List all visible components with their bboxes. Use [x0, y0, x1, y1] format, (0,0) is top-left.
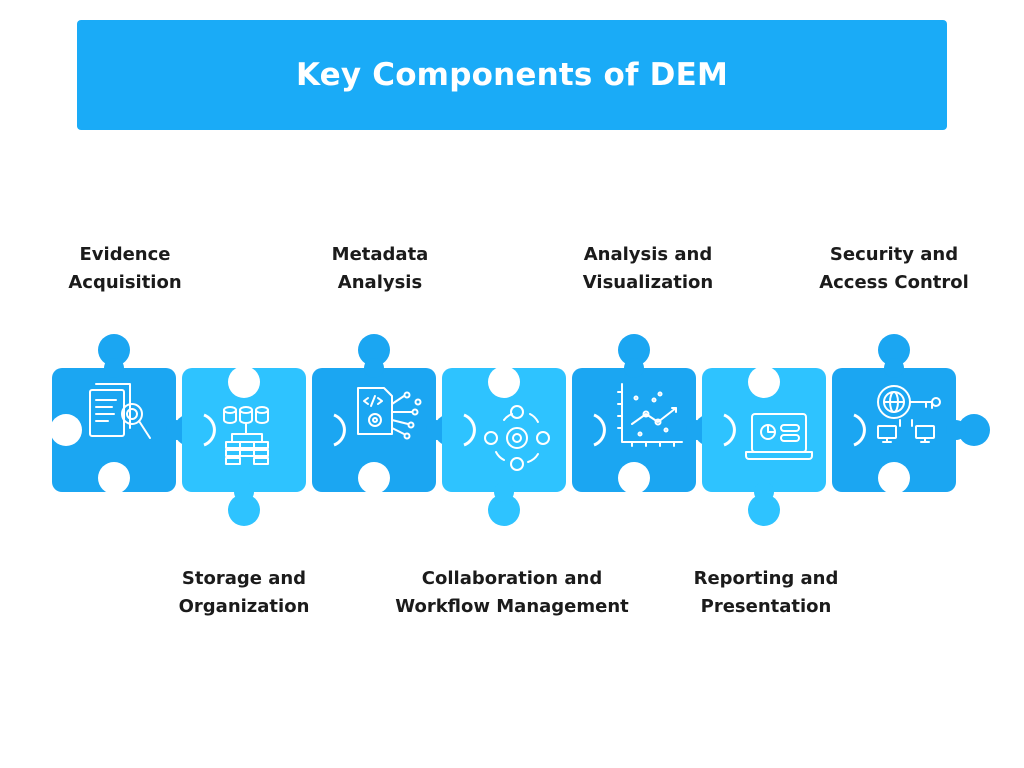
- code-document-gear-icon: [357, 387, 422, 440]
- label-line-2: Acquisition: [68, 272, 182, 293]
- label-line-2: Visualization: [582, 272, 714, 293]
- label-security-access-control: Security and Access Control: [764, 241, 1024, 297]
- label-collaboration-workflow: Collaboration and Workflow Management: [382, 565, 642, 621]
- label-line-1: Collaboration and: [421, 568, 603, 589]
- label-reporting-presentation: Reporting and Presentation: [636, 565, 896, 621]
- label-line-1: Analysis and: [583, 244, 713, 265]
- puzzle-piece-evidence-acquisition: [50, 334, 206, 494]
- label-storage-organization: Storage and Organization: [114, 565, 374, 621]
- label-line-1: Metadata: [331, 244, 429, 265]
- label-line-1: Evidence: [79, 244, 171, 265]
- label-line-2: Workflow Management: [395, 596, 629, 617]
- label-line-1: Security and: [829, 244, 959, 265]
- label-line-2: Analysis: [337, 272, 423, 293]
- workflow-cycle-icon: [484, 405, 550, 471]
- interlock-crescents: [203, 413, 866, 447]
- label-line-2: Presentation: [700, 596, 832, 617]
- puzzle-piece-security-access-control: [832, 334, 990, 494]
- label-metadata-analysis: Metadata Analysis: [250, 241, 510, 297]
- scatter-chart-icon: [617, 383, 683, 447]
- puzzle-piece-collaboration-workflow: [442, 366, 566, 526]
- label-line-1: Storage and: [181, 568, 307, 589]
- label-evidence-acquisition: Evidence Acquisition: [0, 241, 255, 297]
- page-title: Key Components of DEM: [295, 57, 729, 93]
- label-line-2: Access Control: [819, 272, 969, 293]
- puzzle-piece-reporting-presentation: [702, 366, 826, 526]
- evidence-search-icon: [89, 383, 151, 439]
- label-analysis-visualization: Analysis and Visualization: [518, 241, 778, 297]
- database-network-icon: [223, 406, 269, 465]
- laptop-dashboard-icon: [745, 413, 813, 460]
- puzzle-piece-storage-organization: [182, 366, 306, 526]
- label-line-2: Organization: [178, 596, 310, 617]
- title-banner: Key Components of DEM: [77, 20, 947, 130]
- globe-key-network-icon: [877, 385, 941, 443]
- label-line-1: Reporting and: [693, 568, 839, 589]
